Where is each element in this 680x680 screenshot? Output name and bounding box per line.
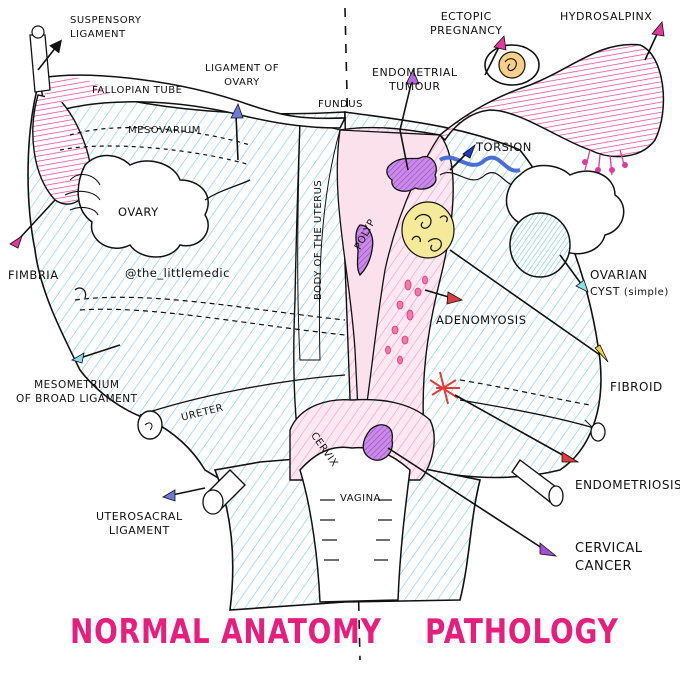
label-hydrosalpinx: HYDROSALPINX [560, 10, 653, 23]
label-fundus: FUNDUS [318, 99, 363, 110]
label-cervical-cancer: CERVICAL CANCER [575, 541, 643, 574]
label-fimbria: FIMBRIA [8, 268, 59, 282]
label-ligament-of-ovary: LIGAMENT OF OVARY [205, 63, 279, 88]
label-ovary: OVARY [118, 205, 159, 219]
hydrosalpinx [438, 43, 665, 158]
vaginal-rugae [320, 499, 392, 561]
label-ectopic-pregnancy: ECTOPIC PREGNANCY [430, 10, 503, 37]
fallopian-tube-left [39, 74, 347, 129]
label-handle: @the_littlemedic [125, 266, 230, 280]
label-ovarian-cyst-line1: OVARIAN [590, 268, 648, 282]
label-suspensory-ligament: SUSPENSORY LIGAMENT [70, 15, 142, 40]
label-endometrial-tumour: ENDOMETRIAL TUMOUR [372, 66, 458, 93]
label-mesovarium: MESOVARIUM [128, 125, 201, 136]
endometrial-tumour [386, 155, 437, 192]
cervical-cancer-lesion [362, 424, 393, 461]
label-ovarian-cyst-line2: CYST (simple) [590, 285, 669, 300]
leader-arrows [9, 21, 665, 557]
vagina-shape [299, 446, 411, 603]
label-fibroid: FIBROID [610, 380, 663, 394]
fimbriae-left [64, 174, 101, 216]
label-fallopian-tube: FALLOPIAN TUBE [92, 85, 183, 96]
ovarian-cyst-qualifier: (simple) [623, 287, 669, 298]
polyp [355, 224, 374, 277]
ovarian-cyst [509, 212, 571, 278]
adenomyosis-dots [385, 275, 428, 365]
ovary-left [77, 154, 209, 258]
label-vagina: VAGINA [340, 493, 381, 504]
label-uterosacral-ligament: UTEROSACRAL LIGAMENT [96, 510, 183, 537]
title-pathology: PATHOLOGY [425, 612, 619, 652]
label-body-of-uterus: BODY OF THE UTERUS [313, 179, 324, 300]
torsion-twist [438, 155, 521, 173]
fibroid [401, 201, 455, 259]
ureter-left [139, 374, 346, 416]
title-normal-anatomy: NORMAL ANATOMY [70, 612, 382, 652]
endometriosis-lesion [429, 371, 460, 405]
label-adenomyosis: ADENOMYOSIS [436, 313, 527, 327]
label-torsion: TORSION [476, 140, 532, 154]
label-endometriosis: ENDOMETRIOSIS [575, 478, 680, 492]
ovarian-cyst-word: CYST [590, 285, 620, 298]
uterus-wall-strip [297, 119, 341, 361]
label-mesometrium: MESOMETRIUM OF BROAD LIGAMENT [16, 379, 138, 405]
